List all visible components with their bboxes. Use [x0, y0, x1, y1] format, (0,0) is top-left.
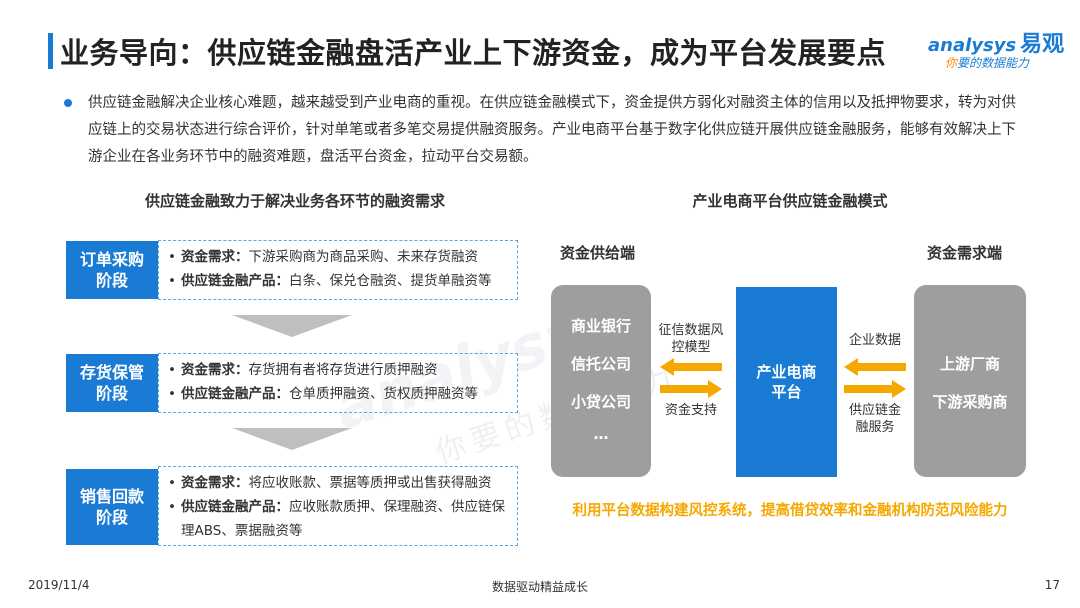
page-number: 17 [1044, 578, 1060, 592]
platform-label: 产业电商平台 [756, 363, 817, 401]
stage-need-line: 资金需求：存货拥有者将存货进行质押融资 [167, 358, 507, 382]
need-value: 将应收账款、票据等质押或出售获得融资 [248, 475, 492, 491]
chevron-down-icon [232, 315, 352, 337]
need-value: 下游采购商为商品采购、未来存货融资 [248, 249, 479, 265]
supply-box: 商业银行 信托公司 小贷公司 … [551, 285, 651, 477]
stage-product-line: 供应链金融产品：仓单质押融资、货权质押融资等 [167, 382, 507, 406]
left-section-heading: 供应链金融致力于解决业务各环节的融资需求 [144, 192, 445, 210]
logo-cn: 易观 [1020, 32, 1065, 57]
product-value: 应收账款质押、保理融资、供应链保理ABS、票据融资等 [181, 499, 505, 539]
logo-tagline: 你要的数据能力 [945, 54, 1029, 71]
stage-need-line: 资金需求：下游采购商为商品采购、未来存货融资 [167, 245, 507, 269]
need-key: 资金需求： [181, 475, 249, 491]
right-arrow-top-label: 企业数据 [848, 333, 901, 348]
left-arrow-bottom-label: 资金支持 [664, 403, 717, 418]
stage-label-storage: 存货保管阶段 [66, 354, 158, 412]
supply-item: … [593, 425, 609, 443]
stage-box-order: 资金需求：下游采购商为商品采购、未来存货融资 供应链金融产品：白条、保兑仓融资、… [158, 240, 518, 300]
demand-side-label: 资金需求端 [927, 244, 1003, 262]
left-arrow-top-label: 征信数据风控模型 [658, 323, 724, 355]
stage-box-storage: 资金需求：存货拥有者将存货进行质押融资 供应链金融产品：仓单质押融资、货权质押融… [158, 353, 518, 413]
arrow-left-icon [844, 358, 906, 376]
supply-item: 小贷公司 [570, 393, 631, 411]
footer-date: 2019/11/4 [28, 578, 90, 592]
product-key: 供应链金融产品： [181, 499, 289, 515]
platform-box: 产业电商平台 [736, 287, 837, 477]
product-key: 供应链金融产品： [181, 273, 289, 289]
stage-label-sales: 销售回款阶段 [66, 469, 158, 545]
logo-tagline-first: 你 [945, 56, 958, 70]
stage-label-order: 订单采购阶段 [66, 241, 158, 299]
stage-product-line: 供应链金融产品：白条、保兑仓融资、提货单融资等 [167, 269, 507, 293]
right-section-heading: 产业电商平台供应链金融模式 [692, 192, 888, 210]
logo-en: analysys [928, 35, 1017, 56]
demand-item: 下游采购商 [932, 393, 1008, 411]
need-value: 存货拥有者将存货进行质押融资 [248, 362, 438, 378]
stage-product-line: 供应链金融产品：应收账款质押、保理融资、供应链保理ABS、票据融资等 [167, 495, 507, 543]
demand-item: 上游厂商 [939, 355, 1000, 373]
product-value: 仓单质押融资、货权质押融资等 [289, 386, 478, 402]
arrow-right-icon [844, 380, 906, 398]
stage-box-sales: 资金需求：将应收账款、票据等质押或出售获得融资 供应链金融产品：应收账款质押、保… [158, 466, 518, 546]
title-accent-bar [48, 33, 53, 69]
arrow-right-icon [660, 380, 722, 398]
arrow-left-icon [660, 358, 722, 376]
supply-side-label: 资金供给端 [560, 244, 636, 262]
platform-note: 利用平台数据构建风控系统，提高借贷效率和金融机构防范风险能力 [572, 503, 1008, 519]
supply-item: 商业银行 [570, 317, 631, 335]
demand-box: 上游厂商 下游采购商 [914, 285, 1026, 477]
chevron-down-icon [232, 428, 352, 450]
footer-slogan: 数据驱动精益成长 [491, 580, 588, 594]
logo-tagline-rest: 要的数据能力 [957, 56, 1030, 70]
need-key: 资金需求： [181, 249, 249, 265]
stage-need-line: 资金需求：将应收账款、票据等质押或出售获得融资 [167, 471, 507, 495]
intro-paragraph: 供应链金融解决企业核心难题，越来越受到产业电商的重视。在供应链金融模式下，资金提… [88, 95, 1016, 165]
supply-item: 信托公司 [570, 355, 631, 373]
intro-bullet-dot [64, 99, 72, 107]
right-arrow-bottom-label: 供应链金融服务 [848, 403, 901, 435]
need-key: 资金需求： [181, 362, 249, 378]
product-key: 供应链金融产品： [181, 386, 289, 402]
product-value: 白条、保兑仓融资、提货单融资等 [289, 273, 492, 289]
page-title: 业务导向：供应链金融盘活产业上下游资金，成为平台发展要点 [60, 36, 887, 70]
